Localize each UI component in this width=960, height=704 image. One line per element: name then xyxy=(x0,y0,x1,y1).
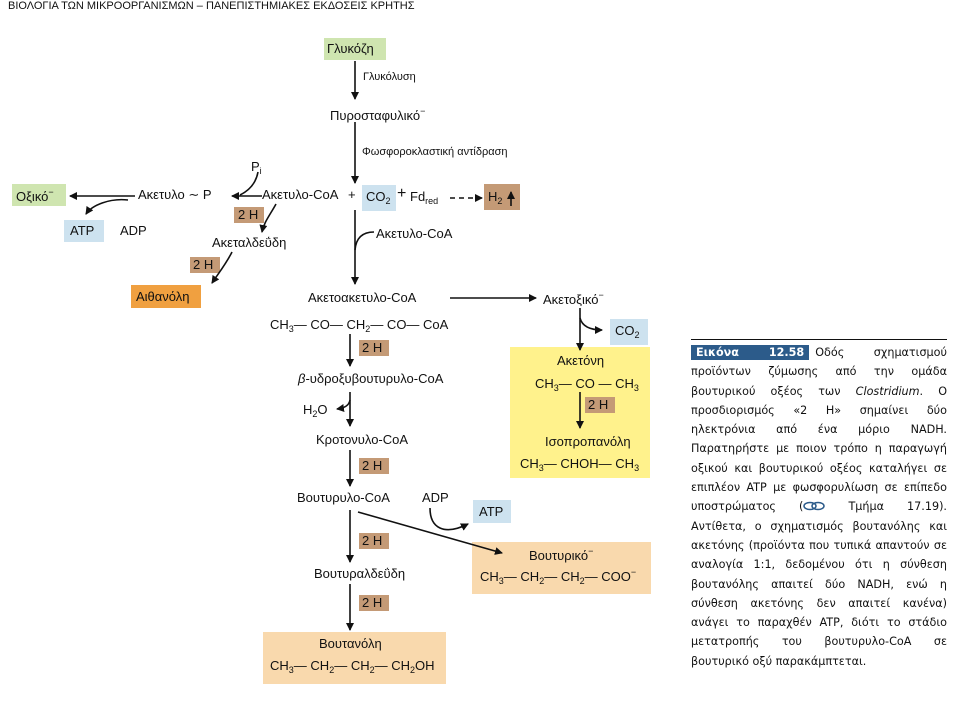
glycolysis-label: Γλυκόλυση xyxy=(363,71,416,83)
ethanol-box xyxy=(131,285,201,308)
two-h-label-4: 2 H xyxy=(588,397,609,412)
adp1-label: ADP xyxy=(120,223,147,238)
arrow-to-acetaldehyde xyxy=(259,203,277,233)
crotonyl-label: Κροτονυλο-CoA xyxy=(316,432,409,447)
co2b-label: CO2 xyxy=(615,323,640,340)
acetoacetylcoa-label: Ακετοακετυλο-CoA xyxy=(308,290,417,305)
butanol-formula: CH3— CH2— CH2— CH2OH xyxy=(270,658,435,675)
two-h-box-6 xyxy=(359,533,389,549)
atp2-box xyxy=(473,500,511,523)
fd-label: Fdred xyxy=(410,189,439,206)
two-h-label-2: 2 H xyxy=(193,257,214,272)
pi-label: Pi xyxy=(251,159,262,176)
butyrate-formula: CH3— CH2— CH2— COO− xyxy=(480,567,637,586)
acetone-label: Ακετόνη xyxy=(557,353,605,368)
atp1-box xyxy=(64,220,104,242)
caption-text-3: ). Αντίθετα, ο σχηματισμός βουτανόλης κα… xyxy=(691,500,947,668)
acetate-label: Οξικό− xyxy=(16,187,54,204)
two-h-label-7: 2 H xyxy=(362,595,383,610)
two-h-box-4 xyxy=(585,397,615,413)
glucose-box xyxy=(324,38,386,60)
h2-label: H2 xyxy=(488,189,503,206)
adp2-label: ADP xyxy=(422,490,449,505)
butyrate-label: Βουτυρικό− xyxy=(529,546,594,563)
two-h-box-5 xyxy=(359,458,389,474)
acetoacetylcoa-formula: CH3— CO— CH2— CO— CoA xyxy=(270,317,449,334)
atp2-label: ATP xyxy=(479,504,504,519)
butanol-label: Βουτανόλη xyxy=(319,636,382,651)
arrow-atp-formation xyxy=(85,198,129,215)
acetylcoa2-label: Ακετυλο-CoA xyxy=(376,226,453,241)
caption-top-rule xyxy=(691,339,947,340)
arrow-to-ethanol xyxy=(211,251,233,284)
two-h-label-6: 2 H xyxy=(362,533,383,548)
plus-sign-1: + xyxy=(348,187,356,202)
isopropanol-formula: CH3— CHOH— CH3 xyxy=(520,456,640,473)
plus-sign-2: + xyxy=(397,185,407,202)
arrow-acetylcoa-join xyxy=(354,231,375,251)
ethanol-label: Αιθανόλη xyxy=(136,289,190,304)
two-h-label-3: 2 H xyxy=(362,340,383,355)
butyryl-label: Βουτυρυλο-CoA xyxy=(297,490,390,505)
pyruvate-label: Πυροσταφυλικό− xyxy=(330,106,426,123)
caption-genus: Clostridium xyxy=(855,384,920,398)
two-h-label-1: 2 H xyxy=(238,207,259,222)
phosphoroclastic-label: Φωσφοροκλαστική αντίδραση xyxy=(362,146,508,158)
hydroxybutyryl-label: β-υδροξυβουτυρυλο-CoA xyxy=(298,371,444,386)
h2o-label: H2O xyxy=(303,402,328,419)
caption-text-1: Οδός σχηματισμού προϊόντων ζύμωσης από τ… xyxy=(691,346,947,398)
acetate-box xyxy=(12,184,66,206)
two-h-box-3 xyxy=(359,340,389,356)
page-header: ΒΙΟΛΟΓΙΑ ΤΩΝ ΜΙΚΡΟΟΡΓΑΝΙΣΜΩΝ – ΠΑΝΕΠΙΣΤΗ… xyxy=(8,0,415,12)
link-icon[interactable] xyxy=(803,498,826,511)
caption-text-2: . Ο προσδιορισμός «2 H» σημαίνει δύο ηλε… xyxy=(691,384,948,514)
arrow-co2-release xyxy=(579,317,603,334)
acetone-formula: CH3— CO — CH3 xyxy=(535,376,639,393)
arrow-pi xyxy=(239,171,259,196)
glucose-label: Γλυκόζη xyxy=(327,41,374,56)
arrow-h2o-release xyxy=(336,399,351,412)
butanol-box xyxy=(263,632,446,684)
co2b-box xyxy=(610,319,648,345)
butyraldehyde-label: Βουτυραλδεΰδη xyxy=(314,566,406,581)
atp1-label: ATP xyxy=(70,223,95,238)
co2-box xyxy=(362,185,396,211)
caption-link[interactable]: Τμήμα 17.19 xyxy=(825,500,940,514)
two-h-box-2 xyxy=(190,257,220,273)
acetoacetate-label: Ακετοξικό− xyxy=(543,290,604,307)
arrow-to-butyrate xyxy=(357,511,503,555)
acetaldehyde-label: Ακεταλδεΰδη xyxy=(212,235,287,250)
figure-number: Εικόνα 12.58 xyxy=(691,345,810,360)
acetylcoa-label: Ακετυλο-CoA xyxy=(262,187,339,202)
two-h-box-1 xyxy=(234,207,264,223)
two-h-box-7 xyxy=(359,595,389,611)
co2-label: CO2 xyxy=(366,189,391,206)
isopropanol-label: Ισοπροπανόλη xyxy=(545,434,631,449)
arrow-adp-to-atp xyxy=(429,507,469,531)
two-h-label-5: 2 H xyxy=(362,458,383,473)
acetylp-label: Ακετυλο ∼ P xyxy=(138,187,212,202)
